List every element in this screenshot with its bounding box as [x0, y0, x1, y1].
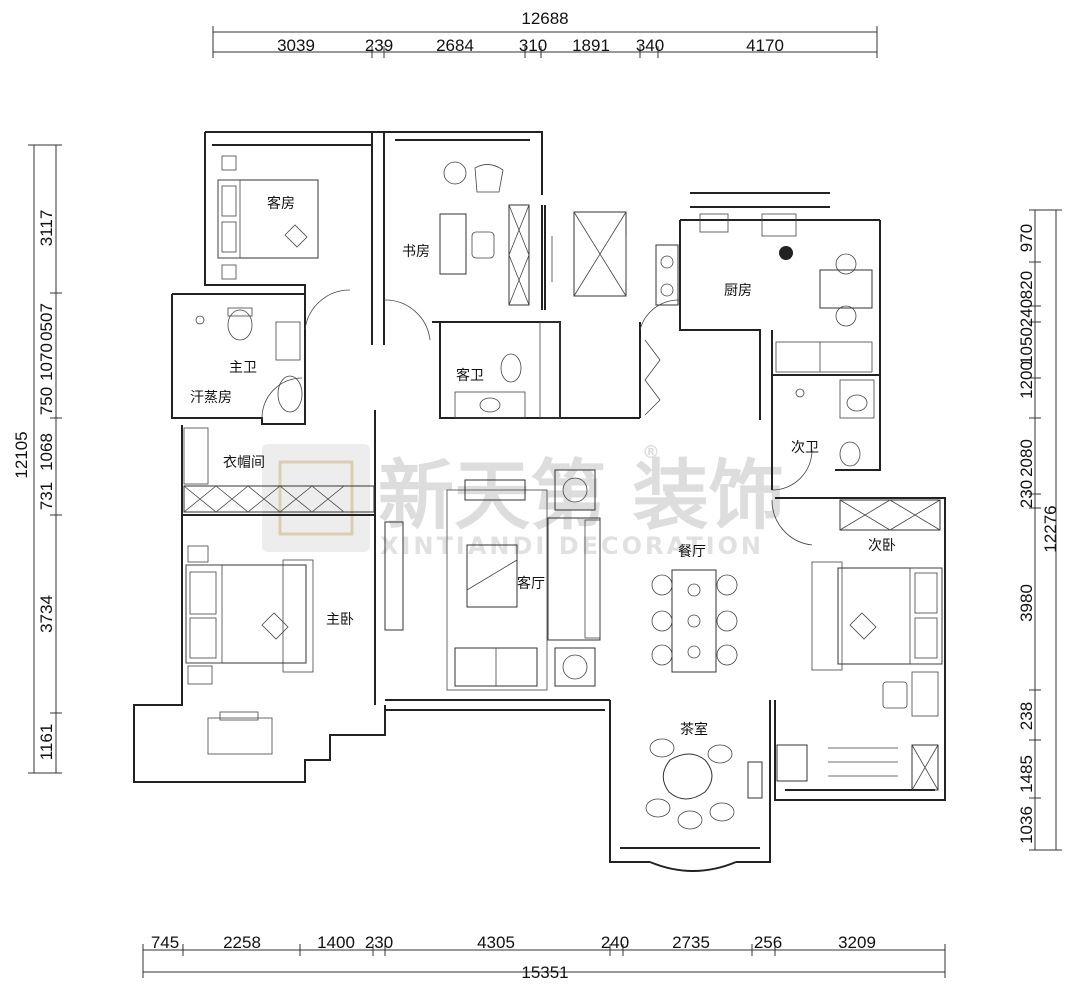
left-dimension: 12105 3117 0507 1070 750 1068 731 3734 1…	[12, 144, 62, 774]
left-seg-label: 0507	[37, 303, 56, 341]
right-seg-label: 1485	[1017, 755, 1036, 793]
bottom-seg-label: 256	[754, 933, 782, 952]
room-label-guest-bath: 客卫	[456, 367, 484, 384]
right-seg-label: 238	[1017, 702, 1036, 730]
bottom-seg-label: 2735	[672, 933, 710, 952]
room-labels: 客房 书房 厨房 主卫 汗蒸房 客卫 次卫 衣帽间 客厅 餐厅 次卧 主卧 茶室	[190, 195, 896, 738]
room-label-sauna: 汗蒸房	[190, 390, 232, 406]
bottom-seg-label: 4305	[477, 933, 515, 952]
second-bed-icon	[776, 499, 943, 791]
left-seg-label: 1068	[37, 433, 56, 471]
right-seg-label: 820	[1017, 271, 1036, 299]
room-label-master-bedroom: 主卧	[326, 612, 354, 628]
elevator-icon	[551, 211, 627, 297]
dining-table-icon	[651, 569, 738, 673]
tea-table-icon	[645, 738, 763, 830]
watermark-logo-icon	[262, 444, 370, 552]
right-seg-label: 1200	[1017, 361, 1036, 399]
bottom-seg-label: 240	[601, 933, 629, 952]
watermark-subtitle: XINTIANDI DECORATION	[380, 532, 764, 560]
left-seg-label: 1161	[37, 724, 56, 761]
top-seg-label: 239	[365, 36, 393, 55]
left-seg-label: 1070	[37, 343, 56, 381]
kitchen-fixtures-icon	[655, 213, 873, 373]
top-seg-label: 310	[519, 36, 547, 55]
left-seg-label: 3117	[37, 210, 56, 247]
right-seg-label: 2080	[1017, 439, 1036, 477]
room-label-master-bath: 主卫	[229, 360, 257, 376]
room-label-tea-room: 茶室	[680, 721, 708, 738]
bottom-total-label: 15351	[521, 963, 568, 982]
right-dimension: 12276 970 820 240 1050 1200 2080 230 398…	[1017, 209, 1062, 851]
room-label-living-room: 客厅	[517, 575, 545, 592]
master-bed-icon	[185, 545, 314, 755]
left-seg-label: 750	[37, 387, 56, 415]
bottom-seg-label: 3209	[838, 933, 876, 952]
right-seg-label: 230	[1017, 480, 1036, 508]
tv-unit-icon	[384, 521, 404, 631]
sofa-set-icon	[446, 469, 601, 691]
watermark-registered: ®	[642, 442, 660, 463]
bottom-seg-label: 745	[151, 933, 179, 952]
right-seg-label: 3980	[1017, 584, 1036, 622]
room-label-guest-room: 客房	[267, 195, 295, 212]
guest-bed-icon	[217, 155, 319, 280]
room-label-dining-room: 餐厅	[678, 544, 706, 560]
bottom-seg-label: 2258	[223, 933, 261, 952]
guest-bath-fixtures-icon	[454, 321, 561, 419]
right-seg-label: 970	[1017, 224, 1036, 252]
top-dimension: 12688 3039 239 2684 310 1891 340 4170	[212, 9, 878, 58]
watermark: 新天第 装饰 ® XINTIANDI DECORATION	[262, 442, 784, 560]
master-bath-fixtures-icon	[195, 307, 303, 413]
room-label-second-bath: 次卫	[791, 440, 819, 456]
top-total-label: 12688	[521, 9, 568, 28]
watermark-brand: 新天第 装饰	[378, 451, 784, 540]
bottom-seg-label: 1400	[317, 933, 355, 952]
left-seg-label: 731	[37, 482, 56, 510]
left-seg-label: 3734	[37, 595, 56, 633]
second-bath-fixtures-icon	[795, 379, 875, 467]
left-total-label: 12105	[12, 431, 31, 478]
top-seg-label: 2684	[436, 36, 474, 55]
bottom-dimension: 745 2258 1400 230 4305 240 2735 256 3209…	[142, 933, 946, 982]
top-seg-label: 1891	[572, 36, 610, 55]
walls	[133, 131, 946, 872]
doors	[261, 289, 813, 546]
right-seg-label: 1050	[1017, 327, 1036, 365]
right-seg-label: 240	[1017, 299, 1036, 327]
bottom-seg-label: 230	[365, 933, 393, 952]
top-seg-label: 4170	[746, 36, 784, 55]
room-label-second-bedroom: 次卧	[868, 538, 896, 554]
furniture	[183, 155, 943, 830]
top-seg-label: 340	[636, 36, 664, 55]
room-label-study: 书房	[402, 244, 430, 260]
wardrobe-icon	[183, 427, 375, 513]
right-total-label: 12276	[1041, 505, 1060, 552]
room-label-cloakroom: 衣帽间	[223, 455, 265, 471]
room-label-kitchen: 厨房	[724, 283, 752, 299]
right-seg-label: 1036	[1017, 806, 1036, 844]
study-desk-icon	[439, 161, 530, 306]
top-seg-label: 3039	[277, 36, 315, 55]
